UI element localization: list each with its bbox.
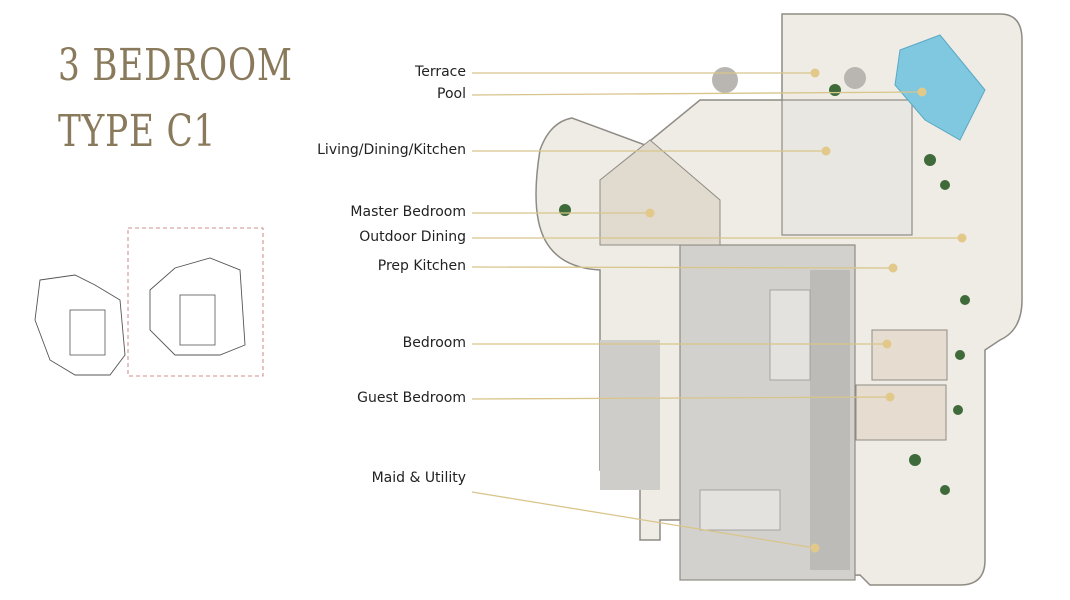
label-living: Living/Dining/Kitchen <box>317 142 466 158</box>
stairs <box>769 289 811 381</box>
leader-lines <box>471 72 962 549</box>
bedroom-block <box>871 329 948 381</box>
page-title-line1: 3 BEDROOM <box>58 40 293 91</box>
pool-water <box>894 34 986 141</box>
stairs-2 <box>699 489 781 531</box>
round-element <box>712 67 738 93</box>
key-plan <box>34 227 264 377</box>
label-outdoor: Outdoor Dining <box>359 229 466 245</box>
living-area <box>781 99 913 236</box>
planters <box>559 75 970 495</box>
label-maid: Maid & Utility <box>371 470 466 486</box>
label-master: Master Bedroom <box>350 204 466 220</box>
corridor <box>810 270 850 570</box>
room-markers <box>645 68 967 553</box>
label-prep: Prep Kitchen <box>377 258 466 274</box>
label-pool: Pool <box>437 86 466 102</box>
label-bedroom: Bedroom <box>402 335 466 351</box>
label-guest: Guest Bedroom <box>357 390 466 406</box>
page-title-line2: TYPE C1 <box>58 106 217 157</box>
label-terrace: Terrace <box>415 64 466 80</box>
side-deck <box>600 340 660 490</box>
round-element-2 <box>844 67 866 89</box>
guest-bedroom-block <box>855 384 947 441</box>
master-wing <box>599 139 721 246</box>
